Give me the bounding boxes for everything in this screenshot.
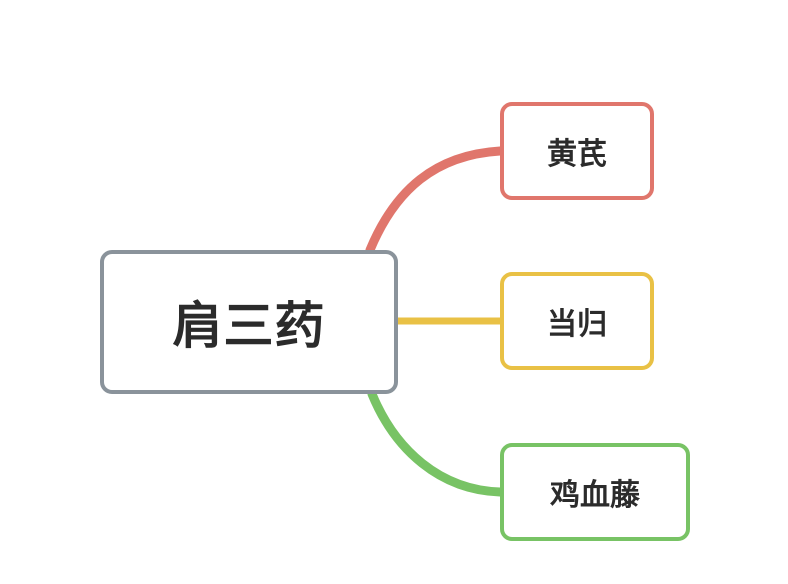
connector-branch-3 xyxy=(367,389,505,497)
branch-label-3: 鸡血藤 xyxy=(550,478,640,513)
branch-node-2: 当归 xyxy=(500,272,654,370)
root-node: 肩三药 xyxy=(100,250,398,394)
branch-label-1: 黄芪 xyxy=(547,137,607,172)
branch-node-1: 黄芪 xyxy=(500,102,654,200)
connector-branch-1 xyxy=(365,146,505,255)
branch-node-3: 鸡血藤 xyxy=(500,443,690,541)
branch-label-2: 当归 xyxy=(547,307,607,342)
root-label: 肩三药 xyxy=(172,297,326,355)
